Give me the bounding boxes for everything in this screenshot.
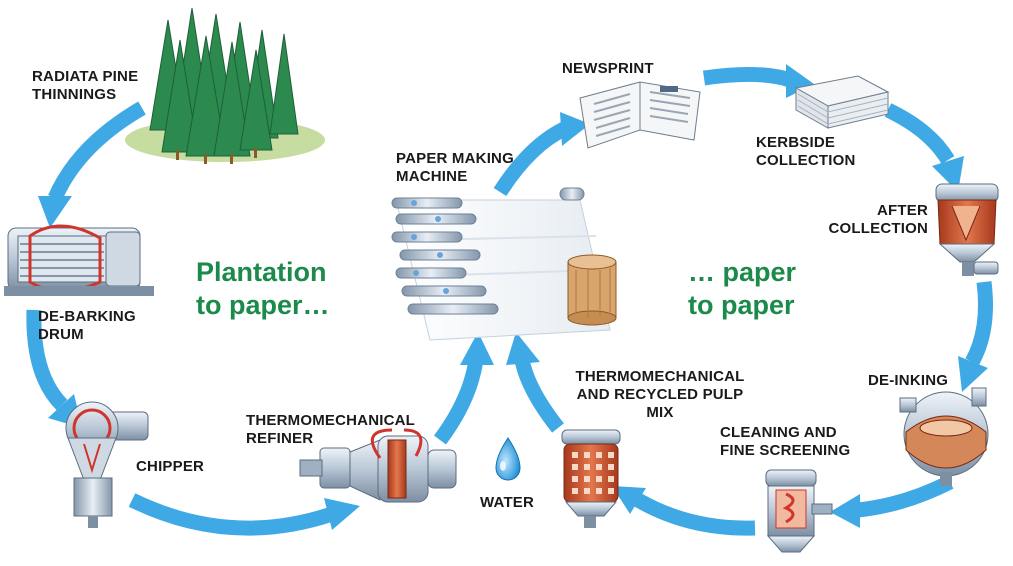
pine-forest-icon <box>125 7 325 164</box>
cleaner-icon <box>765 469 833 553</box>
paper-reel-icon <box>567 254 617 326</box>
label-pulp-mix: THERMOMECHANICAL AND RECYCLED PULP MIX <box>575 368 745 421</box>
label-radiata-pine-thinnings: RADIATA PINE THINNINGS <box>32 68 139 103</box>
arrow-mix-to-machine <box>506 332 564 433</box>
label-de-inking: DE-INKING <box>868 372 949 389</box>
arrow-cleaning-to-mix <box>612 486 756 536</box>
label-newsprint: NEWSPRINT <box>562 60 654 77</box>
newspaper-icon <box>579 81 701 149</box>
label-after-collection: AFTER COLLECTION <box>828 202 928 237</box>
chipper-icon <box>65 401 149 528</box>
label-cleaning-fine-screening: CLEANING AND FINE SCREENING <box>720 424 851 459</box>
label-water: WATER <box>480 494 535 511</box>
arrow-machine-to-newsprint <box>493 112 590 197</box>
deinking-cell-icon <box>899 387 989 486</box>
label-paper-making-machine: PAPER MAKING MACHINE <box>396 150 514 185</box>
pulper-icon <box>935 183 999 276</box>
debarking-drum-icon <box>4 224 154 296</box>
water-drop-icon <box>495 437 521 481</box>
pulp-mix-tank-icon <box>561 429 621 528</box>
arrow-newsprint-to-kerbside <box>702 64 814 98</box>
label-chipper: CHIPPER <box>136 458 205 475</box>
arrow-forest-to-drum <box>38 101 146 228</box>
label-debarking-drum: DE-BARKING DRUM <box>38 308 136 343</box>
flow-arrows <box>26 64 993 536</box>
arrow-chipper-to-refiner <box>128 493 360 536</box>
arrow-deinking-to-cleaning <box>830 475 954 528</box>
refiner-icon <box>299 428 457 503</box>
heading-plantation-to-paper: Plantation to paper… <box>196 257 330 320</box>
label-thermomechanical-refiner: THERMOMECHANICAL REFINER <box>246 412 416 447</box>
paper-machine-icon <box>391 187 617 341</box>
heading-paper-to-paper: … paper to paper <box>688 257 797 320</box>
arrow-refiner-to-machine <box>433 332 494 445</box>
arrow-kerbside-to-after <box>884 103 964 192</box>
newspaper-bundle-icon <box>794 75 890 129</box>
arrow-after-to-deinking <box>958 281 993 392</box>
label-kerbside-collection: KERBSIDE COLLECTION <box>756 134 856 169</box>
